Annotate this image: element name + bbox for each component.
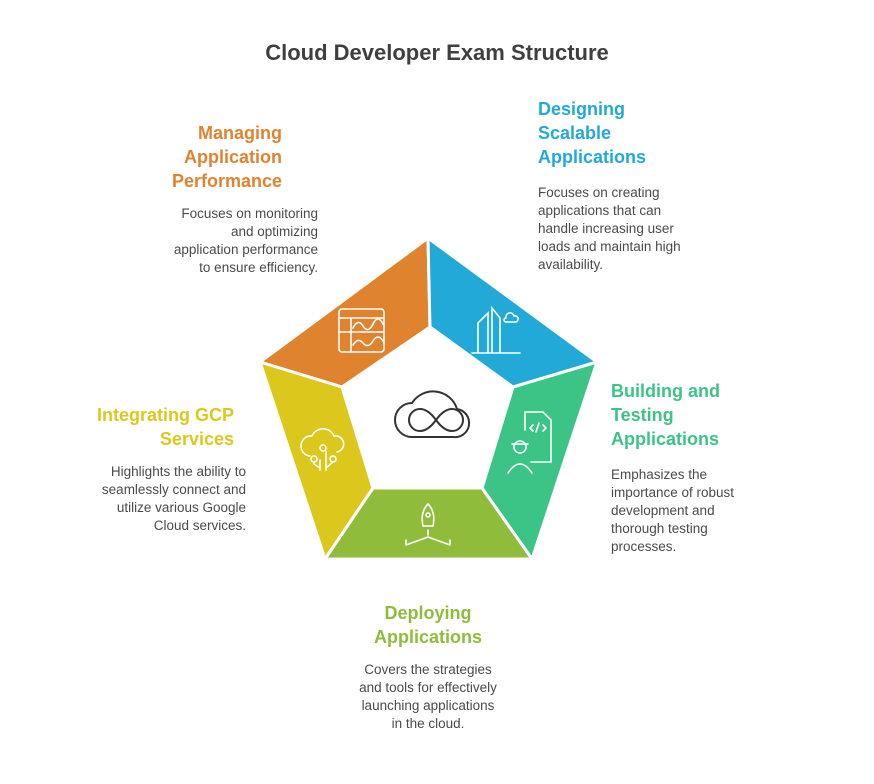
cloud-network-icon [300,428,345,471]
developer-code-icon [507,411,552,474]
dashboard-chart-icon [338,308,385,353]
rocket-launch-icon [405,502,451,546]
buildings-cloud-icon [471,305,521,354]
cloud-center-icon [394,390,471,439]
diagram-title: Cloud Developer Exam Structure [265,40,609,65]
